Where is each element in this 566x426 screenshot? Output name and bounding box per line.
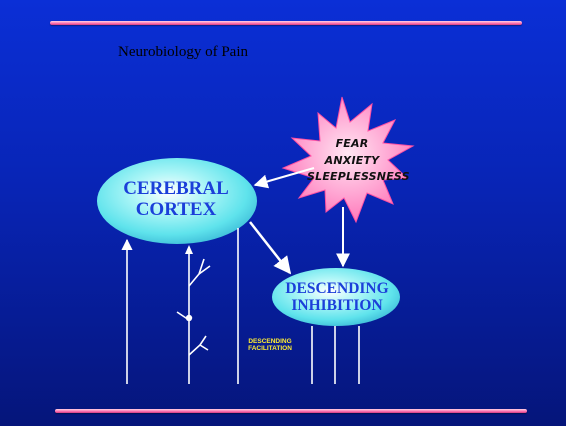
cerebral-cortex-line1: CEREBRAL [98, 178, 254, 199]
descending-inhibition-line2: INHIBITION [272, 297, 402, 314]
sleeplessness-label: SLEEPLESSNESS [307, 170, 407, 183]
inhibition-output-lines [312, 326, 359, 384]
descending-inhibition-line1: DESCENDING [272, 280, 402, 297]
neuron-pathway [177, 252, 210, 384]
cerebral-cortex-label: CEREBRAL CORTEX [98, 178, 254, 221]
cerebral-cortex-line2: CORTEX [98, 199, 254, 220]
descending-facilitation-label: DESCENDING FACILITATION [240, 338, 300, 353]
descending-facilitation-line2: FACILITATION [240, 345, 300, 352]
descending-facilitation-line1: DESCENDING [240, 338, 300, 345]
cortex-to-inhibition-arrow [250, 222, 290, 273]
stressor-to-cortex-arrow [255, 168, 314, 185]
descending-inhibition-label: DESCENDING INHIBITION [272, 280, 402, 315]
fear-label: FEAR [330, 137, 374, 150]
neuron-cell-body [186, 315, 192, 321]
bottom-accent-bar [55, 409, 527, 413]
neuron-upward-arrowhead [185, 245, 193, 254]
anxiety-label: ANXIETY [322, 154, 382, 167]
